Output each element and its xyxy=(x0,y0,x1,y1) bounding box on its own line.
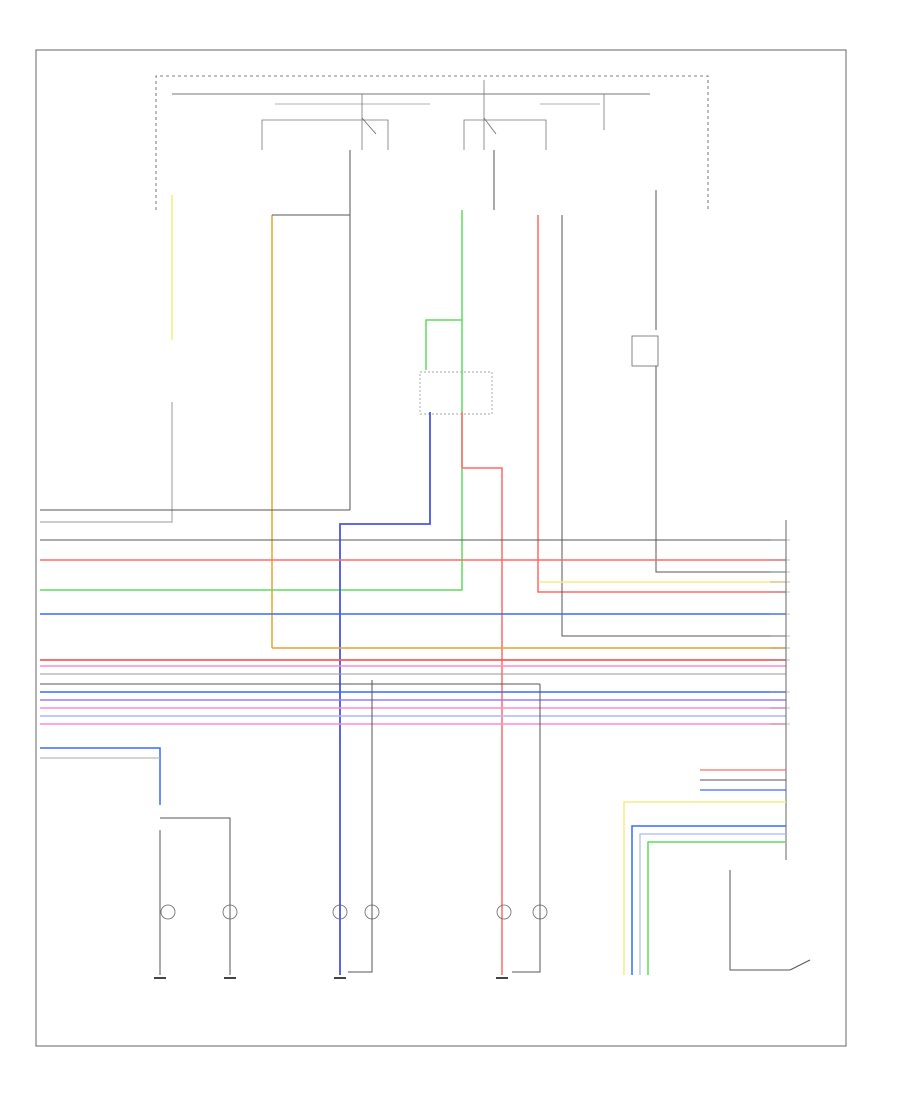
wire-green-loop xyxy=(425,319,462,370)
wire-switch-bottom-right xyxy=(729,870,790,971)
relay-switch-1 xyxy=(361,117,377,135)
wire-black-splice xyxy=(160,817,231,900)
wire-blue-lower-right xyxy=(631,825,786,975)
lamp-icon-5 xyxy=(496,904,512,920)
wire-red-vertical xyxy=(461,412,503,975)
connector-ticks xyxy=(770,539,790,725)
relay-box-left xyxy=(261,119,389,150)
wire-gray-left xyxy=(40,402,173,523)
lamp-icon-1 xyxy=(160,904,176,920)
wire-green xyxy=(40,210,463,591)
wire-green-lower-right xyxy=(647,841,786,975)
wire-blue-loop xyxy=(339,412,431,975)
lamp-icon-2 xyxy=(222,904,238,920)
wire-lamp-5-6 xyxy=(512,684,541,973)
fuse-box-outline xyxy=(155,75,709,210)
wire-blue-lower-left xyxy=(40,747,161,805)
wire-lightblue-lower-right xyxy=(639,833,786,975)
wire-red-right xyxy=(537,215,786,593)
relay-switch-2 xyxy=(483,117,497,135)
relay-box-right xyxy=(463,119,547,150)
wire-lamp-3-4 xyxy=(348,680,373,973)
switch-bottom-right xyxy=(789,959,811,971)
lamp-icon-3 xyxy=(332,904,348,920)
wire-black-right xyxy=(561,215,786,637)
diagram-frame xyxy=(35,49,847,1047)
wire-yellow-lower-right xyxy=(623,801,786,975)
relay-module-center xyxy=(419,371,493,415)
switch-right xyxy=(631,335,659,367)
wire-black-right-switch xyxy=(655,366,786,573)
